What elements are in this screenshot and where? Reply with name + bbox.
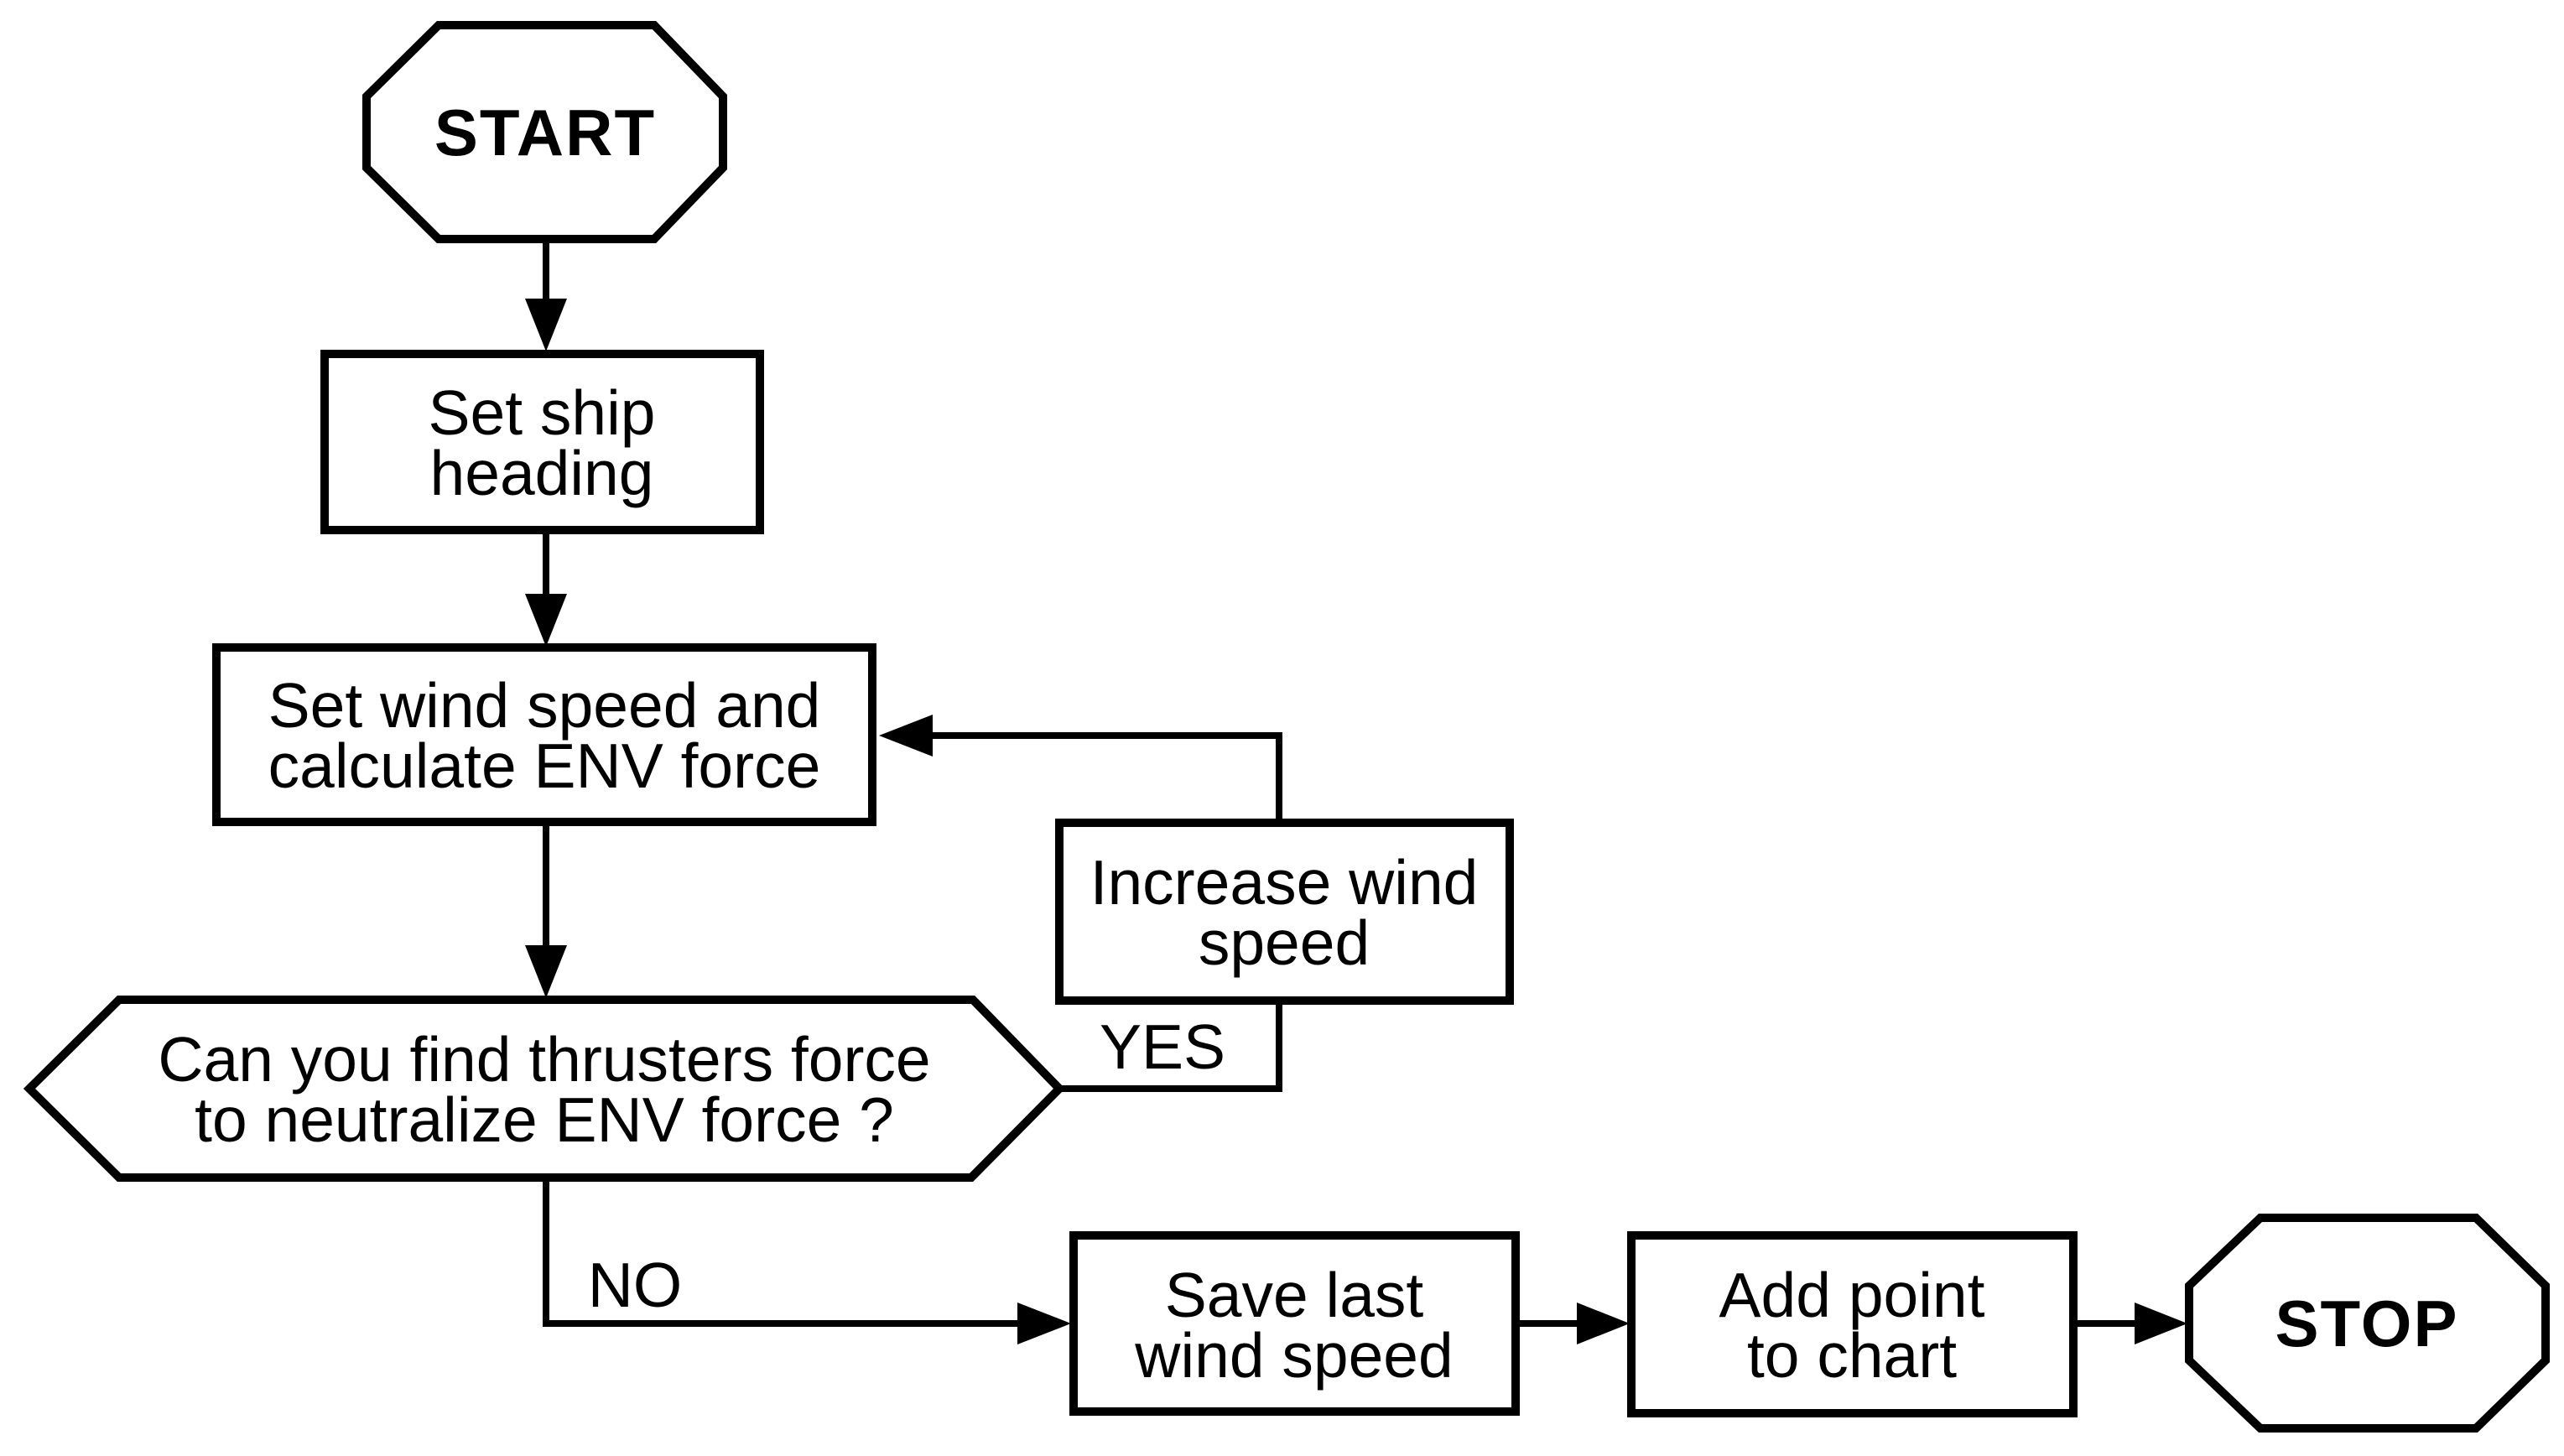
edge-start-to-set-ship — [525, 239, 567, 351]
edge-set-ship-to-set-wind — [525, 530, 567, 647]
save-last-wind-speed-line2: wind speed — [1134, 1320, 1453, 1391]
set-wind-speed-line2: calculate ENV force — [268, 731, 821, 801]
increase-wind-speed-line2: speed — [1199, 907, 1370, 978]
arrowhead-down-icon — [525, 299, 567, 351]
arrowhead-left-icon — [879, 715, 933, 757]
add-point-to-chart-line2: to chart — [1747, 1320, 1957, 1391]
node-increase-wind-speed: Increase wind speed — [1055, 819, 1514, 1005]
node-set-wind-speed: Set wind speed and calculate ENV force — [212, 643, 876, 826]
save-last-wind-speed-line1: Save last — [1165, 1260, 1424, 1330]
thrusters-decision-line1: Can you find thrusters force — [158, 1024, 930, 1095]
node-add-point-to-chart: Add point to chart — [1627, 1231, 2078, 1417]
edge-no-branch — [543, 1178, 1071, 1344]
flow-nodes: START Set ship heading Set wind speed an… — [23, 21, 2550, 1433]
decision-hexagon — [23, 996, 1066, 1182]
stop-label: STOP — [2275, 1287, 2459, 1360]
node-stop-terminator: STOP — [2185, 1214, 2550, 1433]
arrowhead-right-icon — [1017, 1303, 1071, 1344]
stop-octagon — [2185, 1214, 2550, 1433]
edge-add-to-stop — [2073, 1303, 2187, 1344]
add-point-to-chart-line1: Add point — [1719, 1260, 1985, 1330]
set-ship-heading-line1: Set ship — [429, 377, 656, 448]
start-octagon — [362, 21, 727, 243]
node-thrusters-decision: Can you find thrusters force to neutrali… — [23, 996, 1066, 1182]
set-ship-heading-line2: heading — [430, 438, 654, 508]
arrowhead-down-icon — [525, 594, 567, 647]
arrowhead-right-icon — [1577, 1303, 1630, 1344]
no-label: NO — [588, 1250, 683, 1320]
node-start-terminator: START — [362, 21, 727, 243]
node-save-last-wind-speed: Save last wind speed — [1069, 1231, 1520, 1416]
arrowhead-down-icon — [525, 945, 567, 998]
set-wind-speed-line1: Set wind speed and — [268, 670, 821, 741]
edge-labels: YES NO — [588, 1011, 1225, 1320]
arrowhead-right-icon — [2135, 1303, 2187, 1344]
edge-set-wind-to-decision — [525, 822, 567, 998]
flow-edges — [525, 239, 2187, 1344]
thrusters-decision-line2: to neutralize ENV force ? — [195, 1084, 894, 1155]
node-set-ship-heading: Set ship heading — [320, 350, 764, 534]
increase-wind-speed-line1: Increase wind — [1090, 847, 1479, 918]
yes-label: YES — [1100, 1011, 1225, 1082]
start-label: START — [434, 96, 656, 169]
edge-save-to-add — [1516, 1303, 1630, 1344]
